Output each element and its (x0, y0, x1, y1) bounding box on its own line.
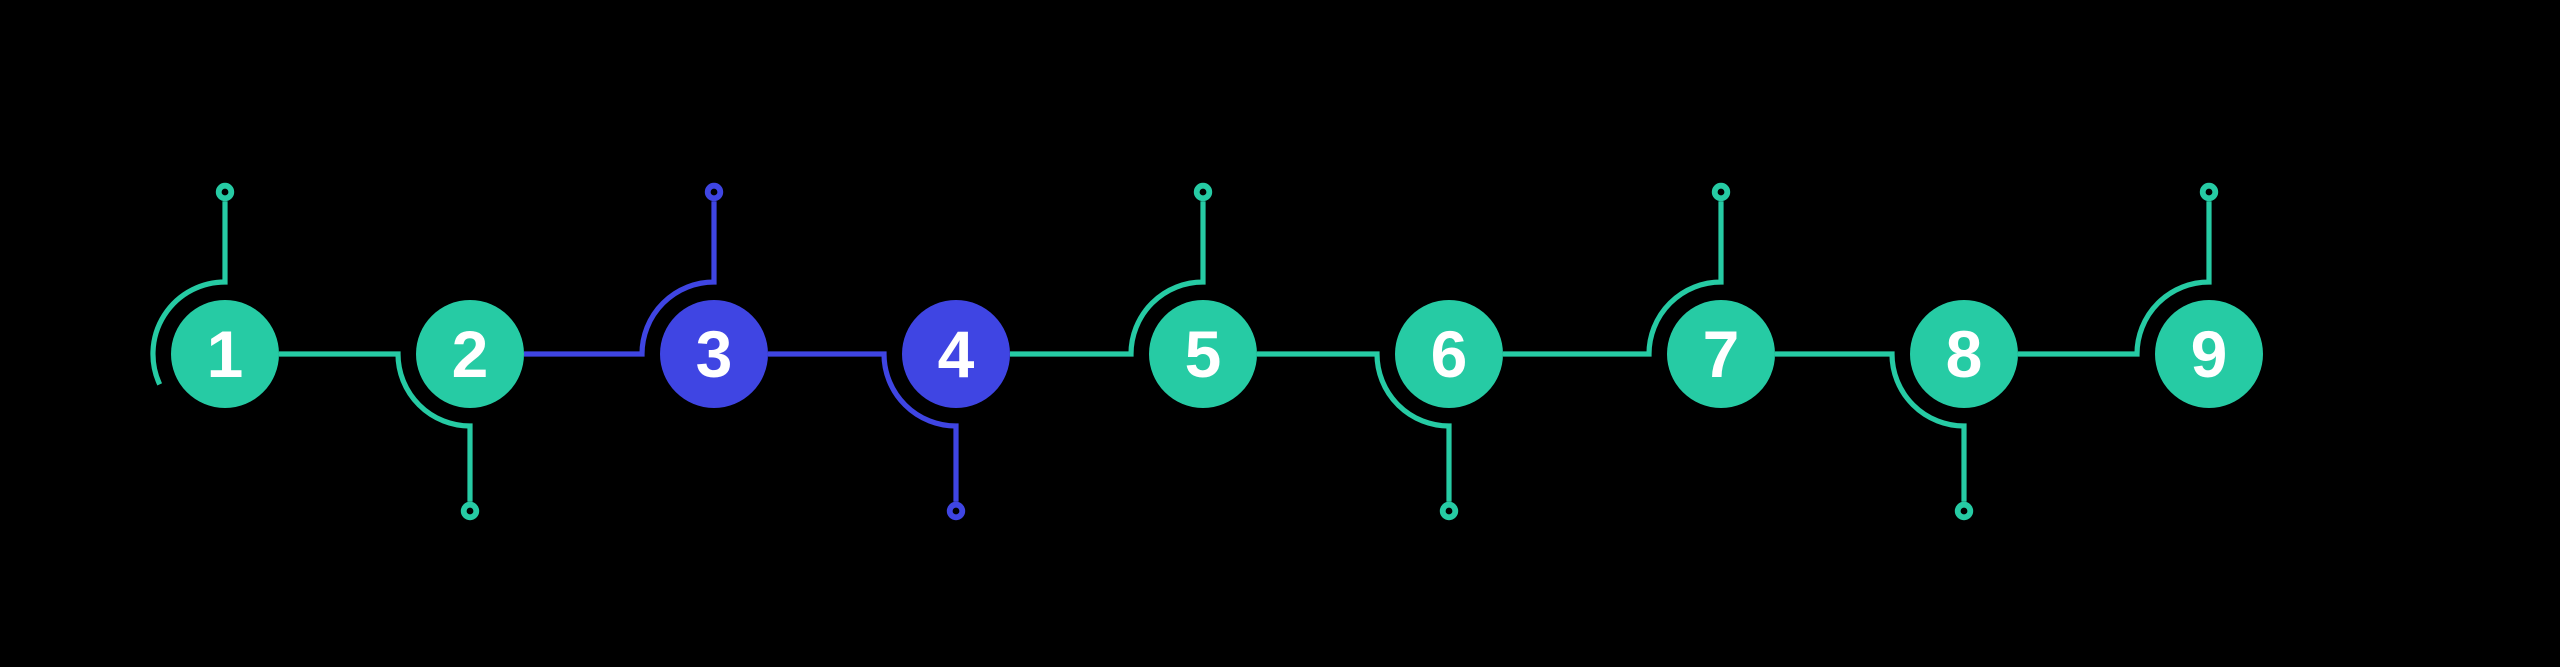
step-circle-7 (1667, 300, 1775, 408)
connector-tail-7 (1503, 201, 1724, 357)
step-node-4: 4 (902, 300, 1010, 408)
connector-tail-4 (768, 351, 959, 502)
step-number-9: 9 (2191, 317, 2228, 391)
step-node-3: 3 (660, 300, 768, 408)
step-number-8: 8 (1946, 317, 1983, 391)
stem-endpoint-ring-1 (215, 182, 235, 202)
step-number-3: 3 (696, 317, 733, 391)
step-node-5: 5 (1149, 300, 1257, 408)
step-number-4: 4 (938, 317, 975, 391)
step-circle-6 (1395, 300, 1503, 408)
step-circle-1 (171, 300, 279, 408)
step-number-1: 1 (207, 317, 244, 391)
stem-endpoint-ring-2 (460, 501, 480, 521)
stem-endpoint-ring-5 (1193, 182, 1213, 202)
step-number-5: 5 (1185, 317, 1222, 391)
connector-tail-8 (1775, 351, 1967, 502)
stem-endpoint-ring-8 (1954, 501, 1974, 521)
step-node-6: 6 (1395, 300, 1503, 408)
step-circle-2 (416, 300, 524, 408)
step-node-8: 8 (1910, 300, 2018, 408)
stem-endpoint-ring-3 (704, 182, 724, 202)
step-circle-9 (2155, 300, 2263, 408)
connector-tail-2 (279, 351, 473, 502)
stem-endpoint-ring-6 (1439, 501, 1459, 521)
step-circle-4 (902, 300, 1010, 408)
step-node-7: 7 (1667, 300, 1775, 408)
connector-tail-6 (1257, 351, 1452, 502)
connector-tail-1 (150, 201, 228, 386)
step-number-6: 6 (1431, 317, 1468, 391)
step-node-1: 1 (171, 300, 279, 408)
step-circle-3 (660, 300, 768, 408)
step-node-9: 9 (2155, 300, 2263, 408)
connector-tail-3 (524, 201, 717, 357)
step-circle-8 (1910, 300, 2018, 408)
connector-tail-5 (1010, 201, 1206, 357)
stem-endpoint-ring-4 (946, 501, 966, 521)
step-number-7: 7 (1703, 317, 1740, 391)
step-node-2: 2 (416, 300, 524, 408)
connector-tail-9 (2018, 201, 2212, 357)
step-circle-5 (1149, 300, 1257, 408)
stem-endpoint-ring-9 (2199, 182, 2219, 202)
stem-endpoint-ring-7 (1711, 182, 1731, 202)
step-nodes-layer: 1 2 3 4 5 6 7 8 9 (171, 300, 2263, 408)
step-number-2: 2 (452, 317, 489, 391)
connector-tails-layer (150, 182, 2219, 521)
